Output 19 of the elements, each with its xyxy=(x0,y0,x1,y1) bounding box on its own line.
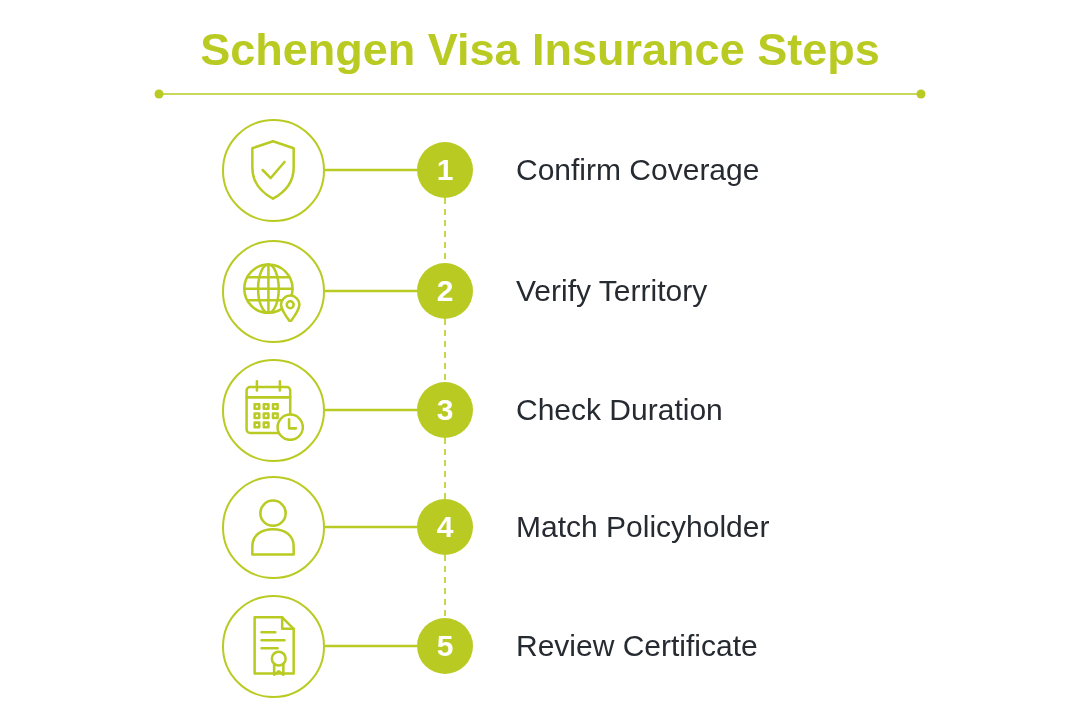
step-label: Review Certificate xyxy=(516,628,758,664)
dashed-connector xyxy=(444,554,446,619)
step-label: Verify Territory xyxy=(516,273,708,309)
dashed-connector xyxy=(444,318,446,383)
dashed-connector xyxy=(444,437,446,500)
step-number: 5 xyxy=(417,618,473,674)
step-label: Check Duration xyxy=(516,392,723,428)
step-number: 2 xyxy=(417,263,473,319)
connector-line xyxy=(324,525,417,529)
connector-line xyxy=(324,408,417,412)
diagram-title: Schengen Visa Insurance Steps xyxy=(199,23,881,77)
step-label: Match Policyholder xyxy=(516,509,770,545)
connector-line xyxy=(324,168,417,172)
step-number: 1 xyxy=(417,142,473,198)
step-label: Confirm Coverage xyxy=(516,152,760,188)
connector-line xyxy=(324,644,417,648)
step-number: 3 xyxy=(417,382,473,438)
step-number: 4 xyxy=(417,499,473,555)
connector-line xyxy=(324,289,417,293)
